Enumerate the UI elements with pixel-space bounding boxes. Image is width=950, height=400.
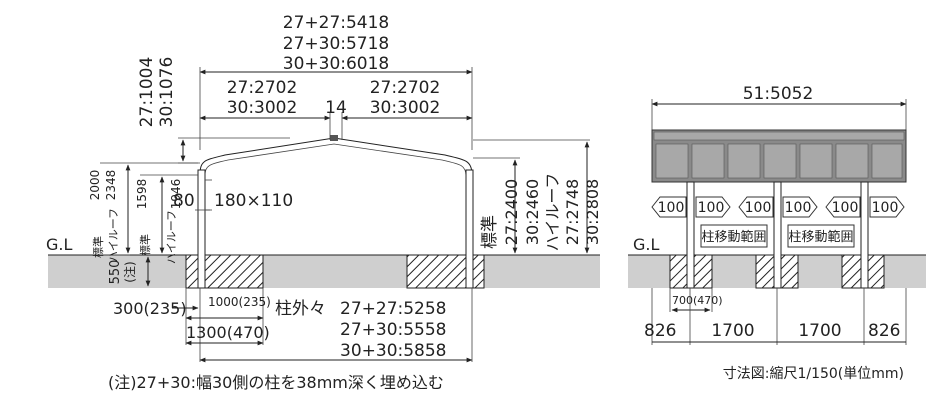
front-right-high-label: ハイルーフ [543, 173, 562, 252]
side-move-range-1: 柱移動範囲 [701, 230, 766, 245]
side-move-range-2: 柱移動範囲 [788, 230, 853, 245]
svg-text:100: 100 [832, 200, 859, 216]
front-bottom-1000: 1000(235) [208, 295, 271, 309]
side-bottom-3: 1700 [798, 321, 841, 341]
front-height-30: 30:1076 [157, 57, 177, 128]
front-gl-label: G.L [46, 235, 72, 254]
front-top-dim-1: 27+27:5418 [283, 13, 390, 33]
front-bottom-300: 300(235) [113, 299, 187, 318]
side-move-range-box-1 [700, 224, 768, 248]
front-half-left-2: 30:3002 [227, 98, 298, 118]
front-beam-size: 180×110 [214, 191, 293, 211]
front-half-left-1: 27:2702 [227, 78, 298, 98]
front-right-std-27: 27:2400 [502, 179, 521, 245]
front-note-mark: (注) [122, 261, 137, 282]
front-std-label-2: 標準 [138, 234, 152, 256]
side-top-dim: 51:5052 [743, 84, 814, 104]
side-bottom-1: 826 [644, 321, 676, 341]
side-footing-700: 700(470) [672, 294, 723, 307]
front-roof-arch [199, 137, 473, 176]
svg-text:100: 100 [872, 200, 899, 216]
front-high-label-1: ハイルーフ [107, 208, 120, 262]
side-bottom-4: 826 [868, 321, 900, 341]
side-scale-note: 寸法図:縮尺1/150(単位mm) [723, 366, 904, 382]
front-std-label-1: 標準 [91, 236, 105, 258]
front-eave-std: 1598 [135, 179, 149, 210]
svg-text:100: 100 [745, 200, 772, 216]
front-beam-80: 80 [173, 191, 195, 211]
front-right-high-27: 27:2748 [563, 179, 582, 245]
side-move-range-box-2 [787, 224, 855, 248]
front-ridge-width: 14 [325, 98, 347, 118]
front-outer-3: 30+30:5858 [340, 341, 447, 361]
side-post-3 [860, 181, 869, 289]
side-view: 51:5052 G.L 100 100 [628, 84, 926, 382]
front-outer-2: 27+30:5558 [340, 320, 447, 340]
svg-text:100: 100 [658, 200, 685, 216]
front-outer-1: 27+27:5258 [340, 299, 447, 319]
front-post-right [465, 169, 474, 289]
side-post-2 [773, 181, 782, 289]
front-post-height-std: 2000 [88, 170, 102, 201]
side-bottom-2: 1700 [711, 321, 754, 341]
front-note: (注)27+30:幅30側の柱を38mm深く埋め込む [108, 373, 444, 392]
front-top-dim-3: 30+30:6018 [283, 54, 390, 74]
front-right-std-30: 30:2460 [523, 179, 542, 245]
front-ridge-cap [330, 135, 338, 141]
svg-text:100: 100 [698, 200, 725, 216]
front-outer-label: 柱外々 [275, 299, 326, 319]
front-view: 27+27:5418 27+30:5718 30+30:6018 27:2702… [46, 13, 602, 392]
side-roof-panels [655, 143, 903, 179]
front-top-dim-2: 27+30:5718 [283, 34, 390, 54]
front-post-left [197, 169, 206, 289]
front-post-height-high: 2348 [104, 170, 118, 201]
front-high-label-2: ハイルーフ [165, 210, 178, 264]
front-eave-high: 1946 [169, 179, 183, 210]
side-post-1 [686, 181, 695, 289]
front-half-right-2: 30:3002 [370, 98, 441, 118]
side-gl-label: G.L [633, 235, 659, 254]
front-height-27: 27:1004 [137, 57, 157, 128]
side-arrow-labels: 100 100 100 100 100 100 [651, 196, 905, 218]
front-right-std-label: 標準 [480, 215, 500, 249]
front-right-high-30: 30:2808 [583, 179, 602, 245]
svg-text:100: 100 [785, 200, 812, 216]
front-bottom-1300: 1300(470) [186, 323, 270, 342]
front-half-right-1: 27:2702 [370, 78, 441, 98]
front-ground [48, 255, 600, 288]
front-depth-550: 550 [108, 260, 123, 285]
